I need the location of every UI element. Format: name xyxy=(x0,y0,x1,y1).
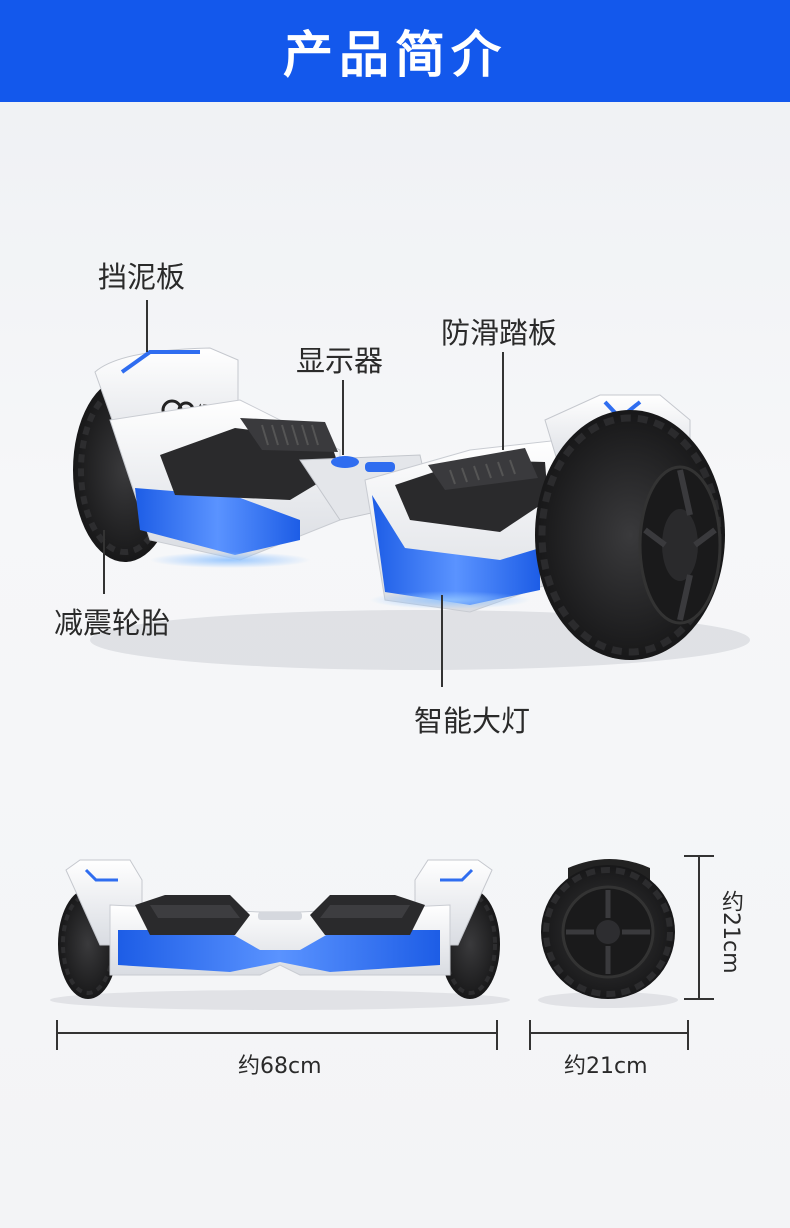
callout-anti-slip-pedal: 防滑踏板 xyxy=(441,316,558,350)
callout-headlight: 智能大灯 xyxy=(414,704,531,738)
leader-line-display xyxy=(342,380,344,455)
leader-line-headlight xyxy=(441,595,443,687)
dimension-width-label: 约21cm xyxy=(564,1054,648,1079)
dimension-length-tick-right xyxy=(496,1020,498,1050)
callout-display: 显示器 xyxy=(296,344,384,378)
leader-line-pedal xyxy=(502,352,504,450)
dimension-height-tick-top xyxy=(684,855,714,857)
page-title: 产品简介 xyxy=(283,26,507,84)
leader-line-fender xyxy=(146,300,148,352)
dimension-width-tick-right xyxy=(687,1020,689,1050)
dimension-length-tick-left xyxy=(56,1020,58,1050)
callout-fender: 挡泥板 xyxy=(98,260,186,294)
right-tire xyxy=(535,410,725,660)
display-panel xyxy=(331,456,395,472)
leader-line-tire xyxy=(103,530,105,594)
dimension-length-line xyxy=(56,1032,498,1034)
callout-shock-tire: 减震轮胎 xyxy=(54,606,171,640)
dimension-height-tick-bottom xyxy=(684,998,714,1000)
dimension-width-tick-left xyxy=(529,1020,531,1050)
dimension-width-line xyxy=(529,1032,689,1034)
header-banner: 产品简介 xyxy=(0,0,790,102)
dimension-height-label: 约21cm xyxy=(718,890,743,974)
dimension-length-label: 约68cm xyxy=(238,1054,322,1079)
dimension-height-line xyxy=(698,855,700,1000)
